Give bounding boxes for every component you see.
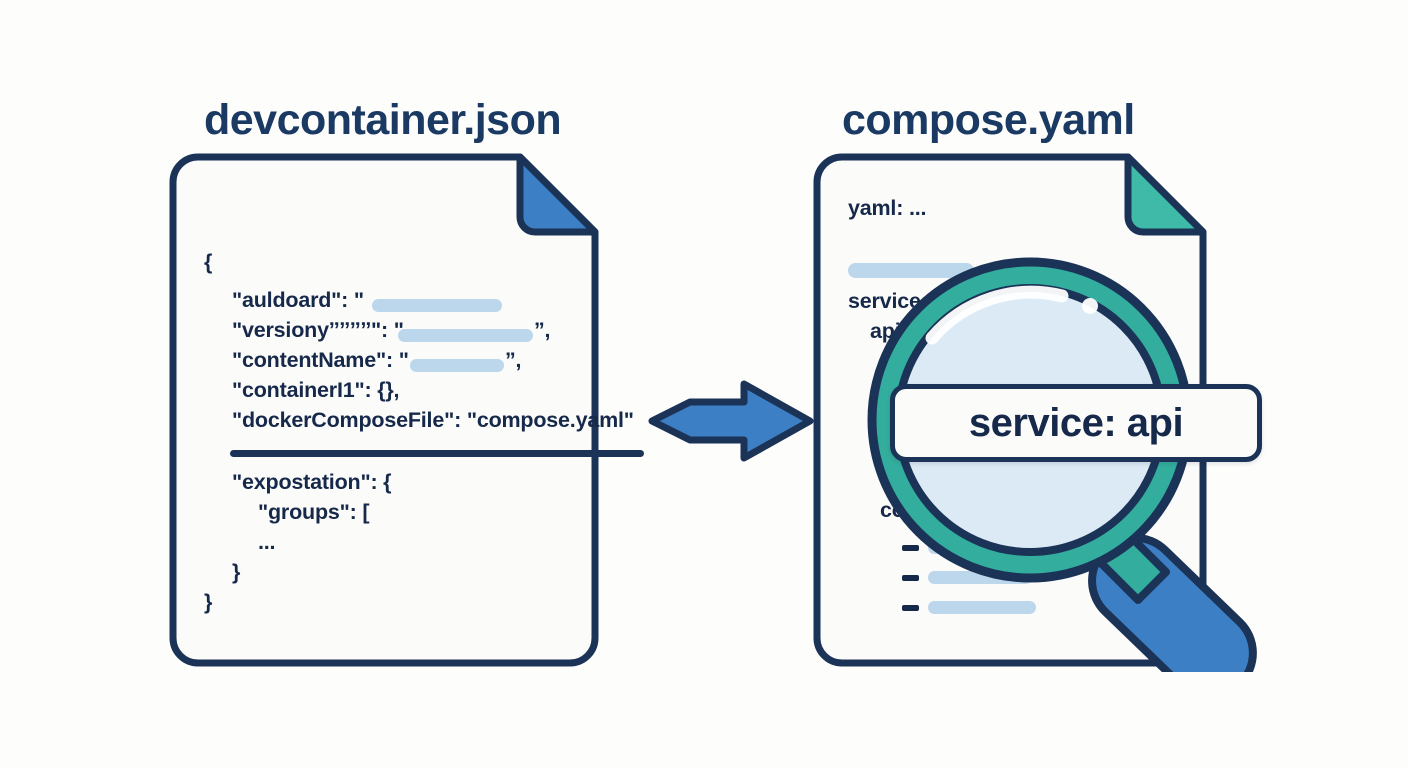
yaml-list-dash [902, 575, 919, 581]
left-page-outline [169, 153, 599, 667]
devcontainer-json-document[interactable] [168, 152, 600, 668]
compose-file-underline [230, 450, 644, 457]
code-line-groups: "groups": [ [258, 500, 370, 524]
magnifier-highlight [925, 285, 1069, 345]
yaml-list-dash [902, 545, 919, 551]
callout-text: service: api [968, 400, 1184, 445]
code-line-close-brace-outer: } [204, 590, 213, 614]
redacted-value-bar [398, 329, 533, 342]
code-line-ellipsis: ... [258, 530, 276, 554]
code-line-yaml-ellipsis: yaml: ... [848, 196, 927, 220]
maps-to-arrow [648, 378, 816, 464]
redacted-value-bar [848, 263, 974, 278]
code-line-versiony: "versionyˮˮˮˮ": " [232, 318, 404, 342]
right-page-corner-fold [1124, 153, 1207, 236]
redacted-value-bar [410, 359, 504, 372]
magnifying-glass-icon[interactable] [866, 252, 1336, 701]
left-page-corner-fold [516, 153, 599, 236]
code-line-dockercomposefile: "dockerComposeFile": "compose.yaml" [232, 408, 634, 432]
code-line-close-brace-inner: } [232, 560, 241, 584]
arrow-shape [648, 380, 814, 462]
code-line-expostation: "expostation": { [232, 470, 392, 494]
code-punct-comma: ”, [534, 318, 551, 342]
code-line-containeri1: "containerI1": {}, [232, 378, 400, 402]
code-punct-comma: ”, [505, 348, 522, 372]
right-document-title: compose.yaml [842, 96, 1135, 144]
redacted-value-bar [928, 601, 1036, 614]
code-line-open-brace: { [204, 250, 213, 274]
left-document-title: devcontainer.json [204, 96, 562, 144]
redacted-value-bar [372, 299, 502, 312]
code-line-contentname: "contentName": " [232, 348, 409, 372]
service-callout-label[interactable]: service: api [890, 384, 1262, 462]
yaml-list-dash [902, 605, 919, 611]
code-line-auldoard: "auldoard": " [232, 288, 364, 312]
magnifier-highlight-dot [1082, 298, 1098, 314]
